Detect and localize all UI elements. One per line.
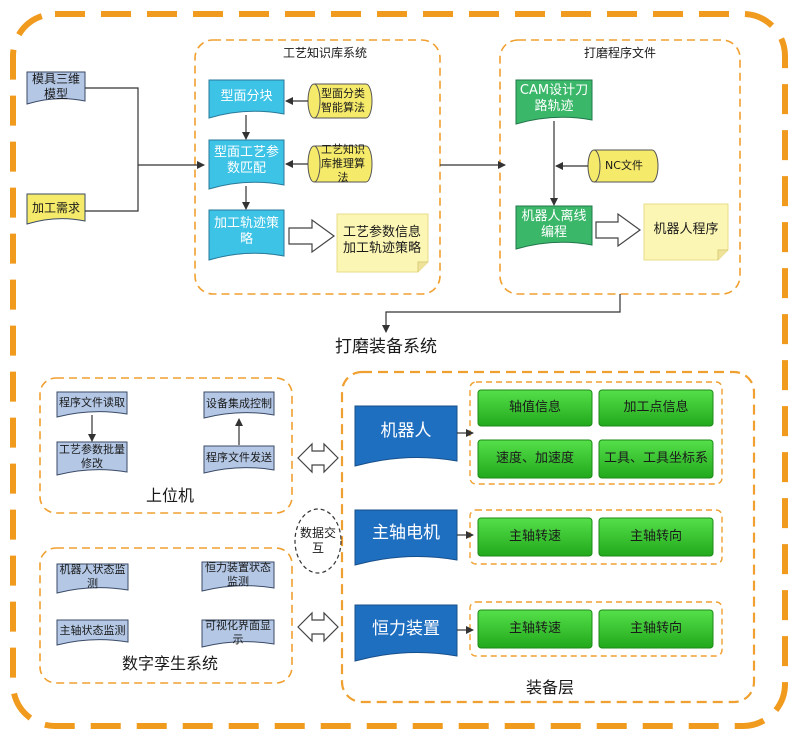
reasoning-algorithm-cylinder [307, 145, 373, 183]
mold-model-label: 模具三维模型 [31, 72, 80, 101]
cam-trajectory-doc [515, 79, 593, 125]
force-item-speed: 主轴转速 [508, 620, 561, 636]
block-arrow-output [288, 218, 336, 254]
equipment-layer-frame [340, 370, 756, 704]
robot-status-label: 机器人状态监测 [59, 563, 126, 590]
block-arrow-robot-program [595, 212, 642, 248]
trajectory-strategy-doc [208, 209, 285, 261]
equipment-layer-title: 装备层 [525, 678, 574, 697]
read-program-doc [56, 391, 128, 418]
robot-cell-speed [477, 439, 593, 479]
device-control-label: 设备集成控制 [206, 397, 272, 411]
force-cell-speed [477, 609, 593, 649]
data-exchange-ellipse [294, 508, 342, 574]
param-matching-doc [208, 139, 285, 190]
knowledge-system-title: 工艺知识库系统 [282, 45, 367, 60]
param-matching-label: 型面工艺参数匹配 [213, 144, 279, 176]
upper-computer-frame [39, 377, 293, 514]
offline-programming-doc [515, 205, 593, 250]
spindle-item-speed: 主轴转速 [508, 528, 561, 544]
reasoning-algorithm-label: 工艺知识库推理算法 [321, 143, 365, 184]
spindle-cell-speed [477, 517, 593, 557]
double-arrow-upper [297, 442, 339, 474]
spindle-label: 主轴电机 [372, 523, 440, 544]
trajectory-strategy-label: 加工轨迹策略 [213, 215, 279, 247]
force-status-label: 恒力装置状态监测 [205, 561, 271, 588]
force-status-doc [201, 561, 275, 592]
device-control-doc [203, 391, 275, 419]
robot-label: 机器人 [380, 421, 432, 442]
spindle-cell-direction [598, 517, 714, 557]
knowledge-system-frame [194, 39, 441, 295]
process-requirement-label: 加工需求 [31, 200, 80, 215]
spindle-item-direction: 主轴转向 [629, 528, 682, 544]
robot-cell-tool [598, 439, 714, 479]
batch-modify-doc [56, 441, 128, 476]
mold-model-doc [26, 71, 86, 105]
classification-algorithm-cylinder [307, 83, 373, 119]
nc-file-label: NC文件 [605, 159, 643, 173]
upper-computer-title: 上位机 [145, 486, 194, 505]
outer-frame-label: 打磨装备系统 [335, 337, 437, 358]
force-cell-direction [598, 609, 714, 649]
visual-display-doc [201, 619, 275, 648]
robot-cell-point [598, 389, 714, 427]
spindle-status-label: 主轴状态监测 [59, 624, 126, 638]
robot-status-doc [56, 563, 129, 594]
offline-programming-label: 机器人离线编程 [521, 208, 587, 240]
send-program-label: 程序文件发送 [206, 451, 272, 465]
surface-partition-label: 型面分块 [220, 88, 273, 104]
force-item-direction: 主轴转向 [629, 620, 682, 636]
double-arrow-twin [297, 611, 339, 643]
batch-modify-label: 工艺参数批量修改 [59, 443, 125, 470]
data-exchange-label: 数据交互 [299, 526, 336, 555]
spindle-doc [354, 509, 458, 566]
nc-file-cylinder [587, 149, 659, 183]
digital-twin-title: 数字孪生系统 [121, 654, 218, 673]
surface-partition-doc [208, 79, 285, 119]
robot-item-speed: 速度、加速度 [495, 450, 574, 466]
robot-program-label: 机器人程序 [653, 221, 719, 237]
robot-doc [354, 405, 458, 467]
classification-algorithm-label: 型面分类智能算法 [321, 87, 365, 114]
outer-system-frame [10, 11, 788, 729]
read-program-label: 程序文件读取 [59, 396, 125, 410]
digital-twin-frame [39, 547, 293, 684]
robot-item-axis: 轴值信息 [508, 399, 561, 415]
robot-item-tool: 工具、工具坐标系 [604, 450, 709, 466]
robot-program-note [643, 203, 729, 261]
process-output-note [336, 213, 429, 273]
process-output-note-label: 工艺参数信息加工轨迹策略 [342, 224, 421, 256]
spindle-status-doc [56, 619, 129, 646]
force-device-label: 恒力装置 [372, 619, 440, 640]
process-requirement-doc [26, 193, 86, 225]
robot-item-point: 加工点信息 [623, 399, 689, 415]
polishing-files-title: 打磨程序文件 [583, 45, 656, 60]
send-program-doc [203, 445, 275, 474]
visual-display-label: 可视化界面显示 [205, 619, 271, 646]
cam-trajectory-label: CAM设计刀路轨迹 [519, 82, 589, 114]
force-device-doc [354, 604, 458, 662]
robot-cell-axis [477, 389, 593, 427]
